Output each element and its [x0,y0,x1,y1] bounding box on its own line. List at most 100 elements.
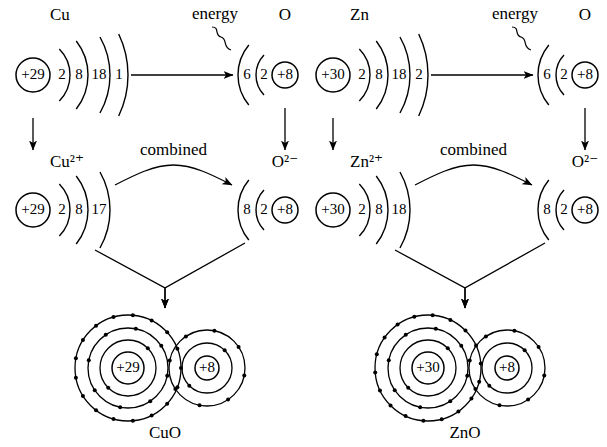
electron-dot [134,327,138,331]
element-symbol: O²⁻ [272,152,298,172]
nucleus-charge: +8 [277,66,293,83]
electron-shell-ring [169,330,245,406]
arrow-label: combined [438,140,509,160]
electron-dot [440,417,444,421]
nucleus-charge: +8 [577,201,593,218]
electron-dot [111,315,115,319]
electron-shell-ring [75,315,181,421]
electron-dot [146,346,150,350]
electron-dot [406,386,410,390]
electron-dot [487,384,491,388]
electron-shell-ring [482,343,532,393]
nucleus-charge: +30 [321,201,344,218]
nucleus-ring [495,356,519,380]
electron-dot [165,402,169,406]
compound-model: ZnO+30+8 [365,308,565,445]
electron-dot [93,388,97,392]
nucleus-ring [195,356,219,380]
electron-dot [537,345,541,349]
electron-dot [165,374,169,378]
electron-dot [474,344,478,348]
electron-dot [468,359,472,363]
electron-shell-arc [76,176,88,244]
electron-dot [104,333,108,337]
electron-dot [131,419,135,423]
electron-dot [404,333,408,337]
electron-dot [459,344,463,348]
electron-dot [94,408,98,412]
shell-count: 18 [392,201,407,218]
electron-dot [212,329,216,333]
electron-dot [237,345,241,349]
reaction-arrow [395,250,465,308]
electron-shell-ring [182,343,232,393]
electron-dot [418,405,422,409]
shell-count: 18 [92,66,107,83]
shell-count: 8 [75,66,83,83]
nucleus-charge: +8 [499,359,515,376]
electron-dot [165,330,169,334]
shell-count: 6 [243,66,251,83]
electron-shell-arc [376,176,388,244]
electron-shell-ring [88,328,168,408]
oxygen-atom-shells: O²⁻82+8 [533,150,601,243]
electron-shell-arc [76,41,88,109]
nucleus-ring [316,58,350,92]
electron-dot [479,361,483,365]
nucleus-circle: +29 [15,57,51,93]
electron-dot [526,398,530,402]
electron-dot [131,313,135,317]
electron-dot [375,352,379,356]
compound-formula: ZnO [449,423,480,443]
nucleus-circle: +8 [571,196,599,224]
shell-count: 2 [415,66,423,83]
electron-dot [465,374,469,378]
electron-dot [148,399,152,403]
reaction-arrow [115,165,232,185]
electron-dot [498,403,502,407]
electron-dot [404,414,408,418]
electron-shell-ring [388,328,468,408]
nucleus-charge: +29 [21,201,44,218]
metal-atom-shells: Zn28182+30 [308,5,431,118]
nucleus-circle: +8 [271,196,299,224]
nucleus-circle: +30 [315,57,351,93]
element-symbol: O²⁻ [572,152,598,172]
electron-shell-ring [100,340,156,396]
oxygen-atom-shells: O62+8 [533,5,601,108]
electron-dot [446,346,450,350]
nucleus-circle: +8 [571,61,599,89]
electron-dot [111,417,115,421]
reaction-arrow [332,118,333,150]
shell-count: 2 [260,201,268,218]
electron-dot [150,319,154,323]
nucleus-ring [16,193,50,227]
electron-dot [159,344,163,348]
electron-dot [179,366,183,370]
nucleus-circle: +30 [315,192,351,228]
shell-count: 8 [543,201,551,218]
nucleus-ring [272,197,298,223]
electron-shell-ring [469,330,545,406]
electron-dot [74,376,78,380]
oxygen-atom-shells: O62+8 [233,5,301,108]
shell-count: 8 [375,66,383,83]
nucleus-charge: +29 [116,359,139,376]
shell-count: 2 [260,66,268,83]
metal-atom-shells: Cu28181+29 [8,5,131,118]
electron-shell-ring [375,315,481,421]
electron-dot [393,388,397,392]
electron-dot [473,387,477,391]
electron-dot [184,334,188,338]
electron-dot [150,413,154,417]
reaction-arrow [165,243,245,308]
electron-dot [81,394,85,398]
electron-dot [81,338,85,342]
electron-shell-arc [376,41,388,109]
electron-dot [523,348,527,352]
oxygen-atom-shells: O²⁻82+8 [233,150,301,243]
metal-atom-shells: Cu²⁺2817+29 [8,150,113,250]
electron-dot [396,323,400,327]
electron-dot [118,405,122,409]
